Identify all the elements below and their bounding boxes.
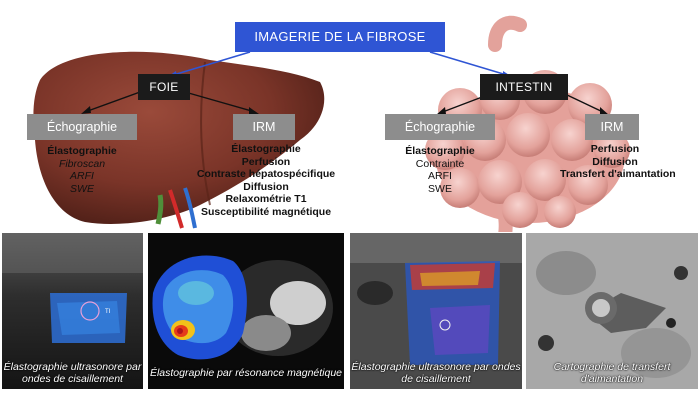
liver-mri-item: Relaxométrie T1 xyxy=(225,193,307,206)
panel-caption: Cartographie de transfert d'aimantation xyxy=(553,361,671,385)
title-box: IMAGERIE DE LA FIBROSE xyxy=(235,22,445,52)
liver-echo-item: SWE xyxy=(70,182,94,195)
roi-marker: TI xyxy=(105,309,111,315)
intestine-label: INTESTIN xyxy=(480,74,568,100)
intestine-echo-list: Élastographie Contrainte ARFI SWE xyxy=(388,145,492,195)
liver-vessel-blue xyxy=(183,187,197,229)
intestine-echo-item: ARFI xyxy=(428,170,452,183)
intestine-mri-item: Transfert d'aimantation xyxy=(560,168,676,181)
liver-mri-item: Perfusion xyxy=(241,155,291,168)
intestine-echo-box: Échographie xyxy=(385,114,495,140)
intestine-echo-item: SWE xyxy=(428,182,452,195)
liver-echo-item: ARFI xyxy=(70,170,94,183)
panel-mr-elastography: Élastographie par résonance magnétique xyxy=(148,233,344,389)
liver-mri-item: Contraste hépatospécifique xyxy=(196,168,336,181)
liver-mri-item: Diffusion xyxy=(243,180,289,193)
panel-caption: Élastographie ultrasonore par ondes de c… xyxy=(351,361,521,385)
intestine-mri-item: Perfusion xyxy=(590,143,640,155)
liver-vessel-green xyxy=(155,194,164,225)
liver-echo-list: Élastographie Fibroscan ARFI SWE xyxy=(32,145,132,195)
panel-intestine-ultrasound: Élastographie ultrasonore par ondes de c… xyxy=(350,233,522,389)
liver-echo-box: Échographie xyxy=(27,114,137,140)
liver-mri-item: Susceptibilité magnétique xyxy=(200,205,332,218)
liver-echo-item: Élastographie xyxy=(47,145,117,157)
liver-lobe-line xyxy=(200,61,211,206)
mr-elastography-image xyxy=(148,233,344,389)
panel-caption: Élastographie par résonance magnétique xyxy=(149,367,343,379)
intestine-mri-list: Perfusion Diffusion Transfert d'aimantat… xyxy=(560,143,676,181)
liver-mri-list: Élastographie Perfusion Contraste hépato… xyxy=(196,143,336,219)
intestine-echo-item: Contrainte xyxy=(415,157,465,170)
liver-mri-item: Élastographie xyxy=(231,143,301,155)
organ-illustrations: IMAGERIE DE LA FIBROSE FOIE INTESTIN Éch… xyxy=(27,15,676,232)
blue-arrows xyxy=(169,51,511,77)
panel-magnetization-transfer: Cartographie de transfert d'aimantation xyxy=(526,233,698,389)
liver-vessel-red xyxy=(168,189,184,229)
ultrasound-image: TI xyxy=(2,233,143,389)
liver-echo-item: Fibroscan xyxy=(58,157,106,170)
liver-label: FOIE xyxy=(138,74,190,100)
liver-mri-box: IRM xyxy=(233,114,295,140)
liver-shape xyxy=(33,51,325,225)
intestine-mri-item: Diffusion xyxy=(592,155,638,168)
mt-map-image xyxy=(526,233,698,389)
panel-caption: Élastographie ultrasonore par ondes de c… xyxy=(3,361,142,385)
intestine-echo-item: Élastographie xyxy=(405,145,475,157)
panel-liver-ultrasound: TI Élastographie ultrasonore par ondes d… xyxy=(2,233,143,389)
intestine-ultrasound-image xyxy=(350,233,522,389)
intestine-mri-box: IRM xyxy=(585,114,639,140)
